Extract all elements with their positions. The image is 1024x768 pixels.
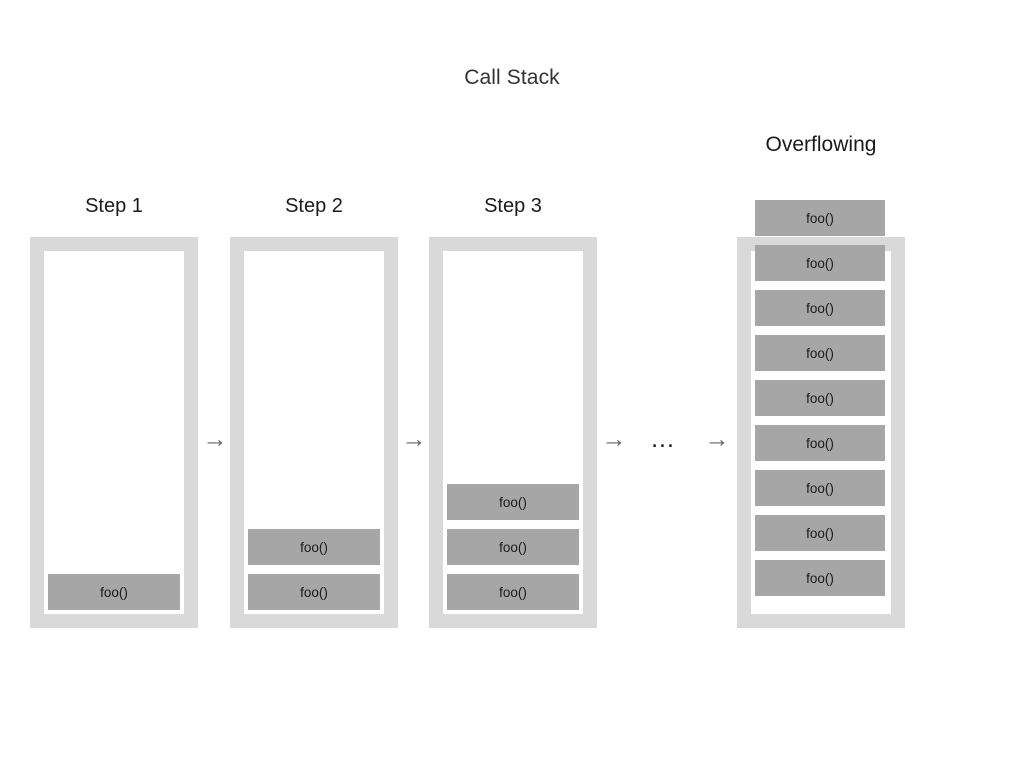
stack-frame: foo() [755,380,885,416]
overflowing-frame-stack: foo() foo() foo() foo() foo() foo() foo(… [755,200,885,596]
arrow-step1-to-step2: → [202,425,228,453]
stack-frame: foo() [755,425,885,461]
stack-frame: foo() [447,484,579,520]
page-title: Call Stack [464,66,560,89]
arrow-step3-to-ellipsis: → [601,425,627,453]
stack-interior-3: foo() foo() foo() [443,251,583,614]
stack-frame: foo() [755,290,885,326]
stack-frame: foo() [248,574,380,610]
stack-frame: foo() [755,335,885,371]
stack-frame: foo() [755,470,885,506]
stack-frame-overflow-top: foo() [755,200,885,236]
step-3-label: Step 3 [484,195,542,217]
step-1-label: Step 1 [85,195,143,217]
overflowing-label: Overflowing [765,133,877,156]
stack-frame: foo() [755,560,885,596]
stack-frame: foo() [755,245,885,281]
call-stack-step-3: foo() foo() foo() [429,237,597,628]
stack-interior-1: foo() [44,251,184,614]
stack-frame: foo() [755,515,885,551]
stack-frame: foo() [248,529,380,565]
step-2-label: Step 2 [285,195,343,217]
call-stack-step-1: foo() [30,237,198,628]
stack-frame: foo() [48,574,180,610]
arrow-step2-to-step3: → [401,425,427,453]
stack-frame: foo() [447,529,579,565]
arrow-ellipsis-to-overflowing: → [704,425,730,453]
call-stack-step-2: foo() foo() [230,237,398,628]
stack-interior-2: foo() foo() [244,251,384,614]
ellipsis-indicator: ... [651,425,675,453]
stack-frame: foo() [447,574,579,610]
